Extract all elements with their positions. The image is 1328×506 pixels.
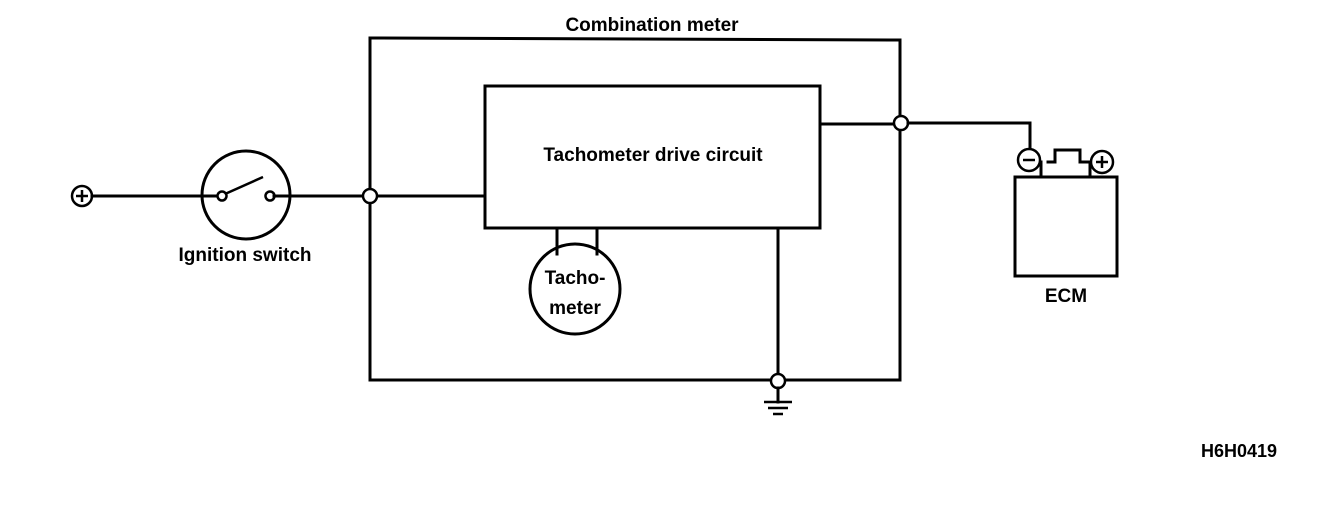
ecm-negative-terminal xyxy=(1016,147,1042,173)
tachometer-label-line1: Tacho- xyxy=(545,268,606,289)
combination-meter-label: Combination meter xyxy=(565,15,739,36)
combination-meter-enclosure xyxy=(368,36,902,382)
ecm-positive-terminal xyxy=(1089,149,1115,175)
ground-icon xyxy=(764,386,792,416)
ground-junction-node xyxy=(769,372,787,390)
ecm-signal-wire xyxy=(906,121,1032,152)
tachometer-label-line2: meter xyxy=(549,298,601,319)
tachometer-gauge xyxy=(528,226,622,336)
output-junction-node xyxy=(892,114,910,132)
tachometer-drive-circuit-box xyxy=(483,84,822,230)
ecm-label: ECM xyxy=(1045,286,1087,307)
tachometer-drive-circuit-label: Tachometer drive circuit xyxy=(543,145,763,166)
battery-positive-terminal xyxy=(70,184,94,208)
ignition-switch-label: Ignition switch xyxy=(179,245,312,266)
input-junction-node xyxy=(361,187,379,205)
figure-code: H6H0419 xyxy=(1201,441,1277,461)
ecm-box xyxy=(1013,148,1119,278)
